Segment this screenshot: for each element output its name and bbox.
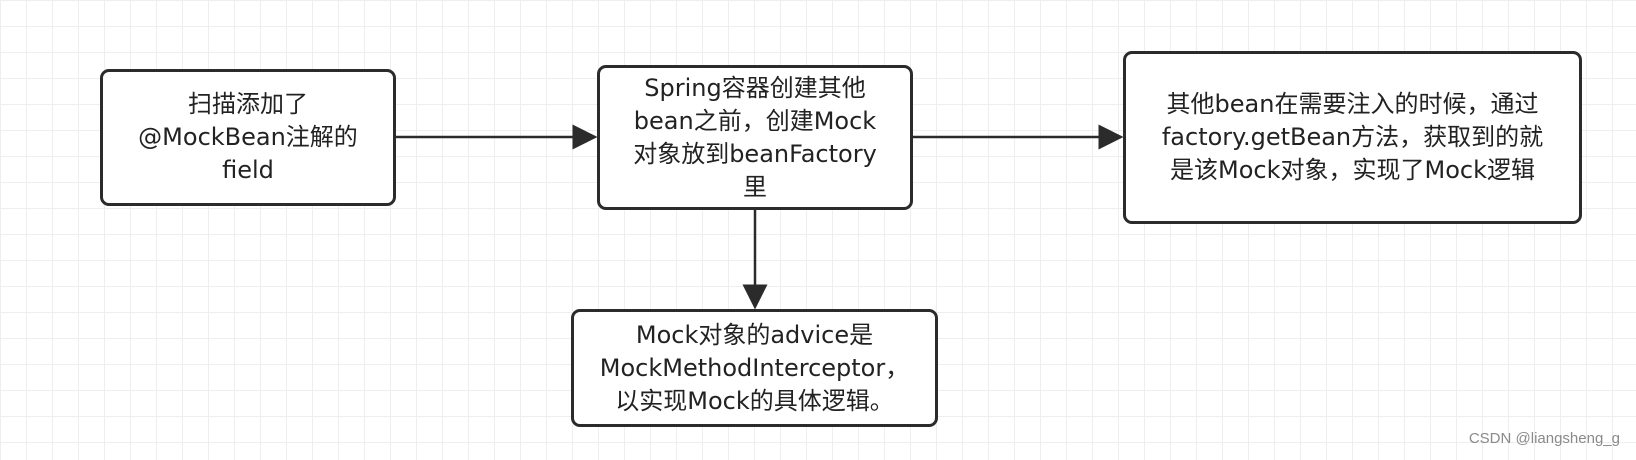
watermark: CSDN @liangsheng_g xyxy=(1468,430,1620,447)
